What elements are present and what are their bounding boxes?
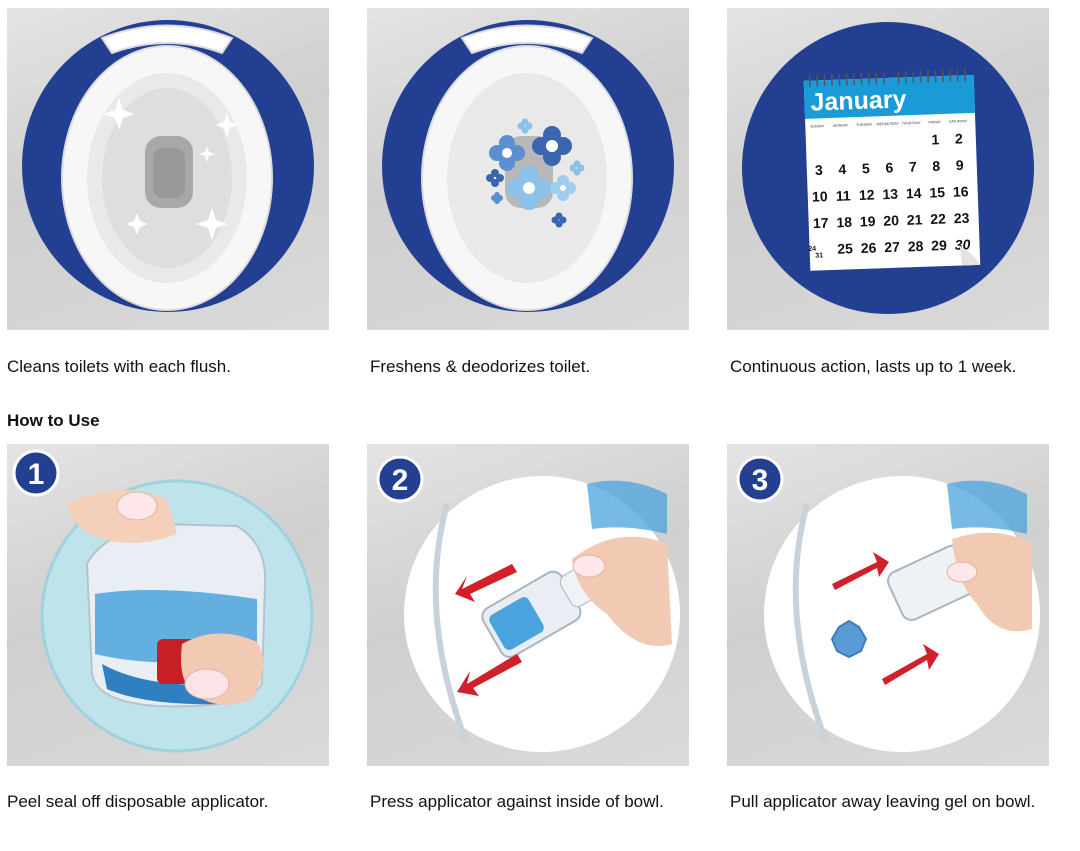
step-3-image: 3 (727, 444, 1049, 766)
calendar-day: 26 (861, 239, 877, 256)
calendar-day: 2431 (808, 245, 823, 260)
calendar-day: 9 (956, 157, 965, 173)
feature-image-cleans (7, 8, 329, 330)
calendar-day: 1 (931, 131, 940, 147)
step-3-caption: Pull applicator away leaving gel on bowl… (730, 792, 1036, 811)
calendar-weekday: SUNDAY (810, 124, 825, 129)
calendar-day: 14 (906, 185, 922, 202)
calendar-day: 30 (954, 236, 970, 253)
step-2-number: 2 (392, 464, 409, 497)
calendar-day: 5 (862, 160, 871, 176)
step-2-image: 2 (367, 444, 689, 766)
feature-caption-continuous: Continuous action, lasts up to 1 week. (730, 357, 1017, 376)
calendar-month: January (810, 85, 907, 116)
calendar-day: 18 (836, 214, 852, 231)
step-3-number: 3 (752, 464, 769, 497)
step-1-image: 1 (7, 444, 329, 766)
calendar-day: 16 (953, 183, 969, 200)
calendar-day: 8 (932, 158, 941, 174)
feature-caption-freshens: Freshens & deodorizes toilet. (370, 357, 591, 376)
calendar-day: 23 (954, 210, 970, 227)
calendar-day: 3 (815, 162, 824, 178)
calendar-weekday: WEDNESDAY (877, 122, 900, 127)
calendar-weekday: THURSDAY (902, 121, 922, 126)
calendar-day: 28 (908, 238, 924, 255)
calendar-day: 27 (884, 239, 900, 256)
calendar-day: 21 (907, 211, 923, 228)
step-1-caption: Peel seal off disposable applicator. (7, 792, 269, 811)
feature-caption-cleans: Cleans toilets with each flush. (7, 357, 231, 376)
calendar-day: 11 (836, 187, 852, 204)
calendar-day: 17 (813, 215, 829, 232)
calendar-weekday: SATURDAY (949, 119, 968, 124)
step-2-caption: Press applicator against inside of bowl. (370, 792, 664, 811)
calendar-day: 10 (812, 188, 828, 205)
calendar-day: 6 (885, 159, 894, 175)
press-applicator-icon: 2 (376, 455, 680, 752)
calendar-day: 19 (860, 213, 876, 230)
calendar-day: 2 (955, 130, 964, 146)
calendar-day: 4 (838, 161, 847, 177)
calendar-day: 20 (883, 212, 899, 229)
pull-applicator-icon: 3 (736, 455, 1040, 752)
how-to-use-heading: How to Use (7, 411, 100, 430)
calendar-day: 25 (837, 240, 853, 257)
calendar-day: 29 (931, 237, 947, 254)
calendar-weekday: FRIDAY (928, 120, 941, 124)
calendar-day: 13 (882, 186, 898, 203)
calendar-day: 12 (859, 186, 875, 203)
peel-seal-icon: 1 (12, 449, 314, 753)
calendar-weekday: MONDAY (833, 123, 849, 128)
step-1-number: 1 (28, 458, 45, 491)
calendar-day: 22 (930, 211, 946, 228)
flower-toilet-icon (382, 20, 674, 312)
calendar-day: 7 (909, 158, 918, 174)
calendar-day: 15 (929, 184, 945, 201)
sparkling-toilet-icon (22, 20, 314, 312)
feature-image-freshens (367, 8, 689, 330)
calendar-weekday: TUESDAY (856, 122, 873, 127)
